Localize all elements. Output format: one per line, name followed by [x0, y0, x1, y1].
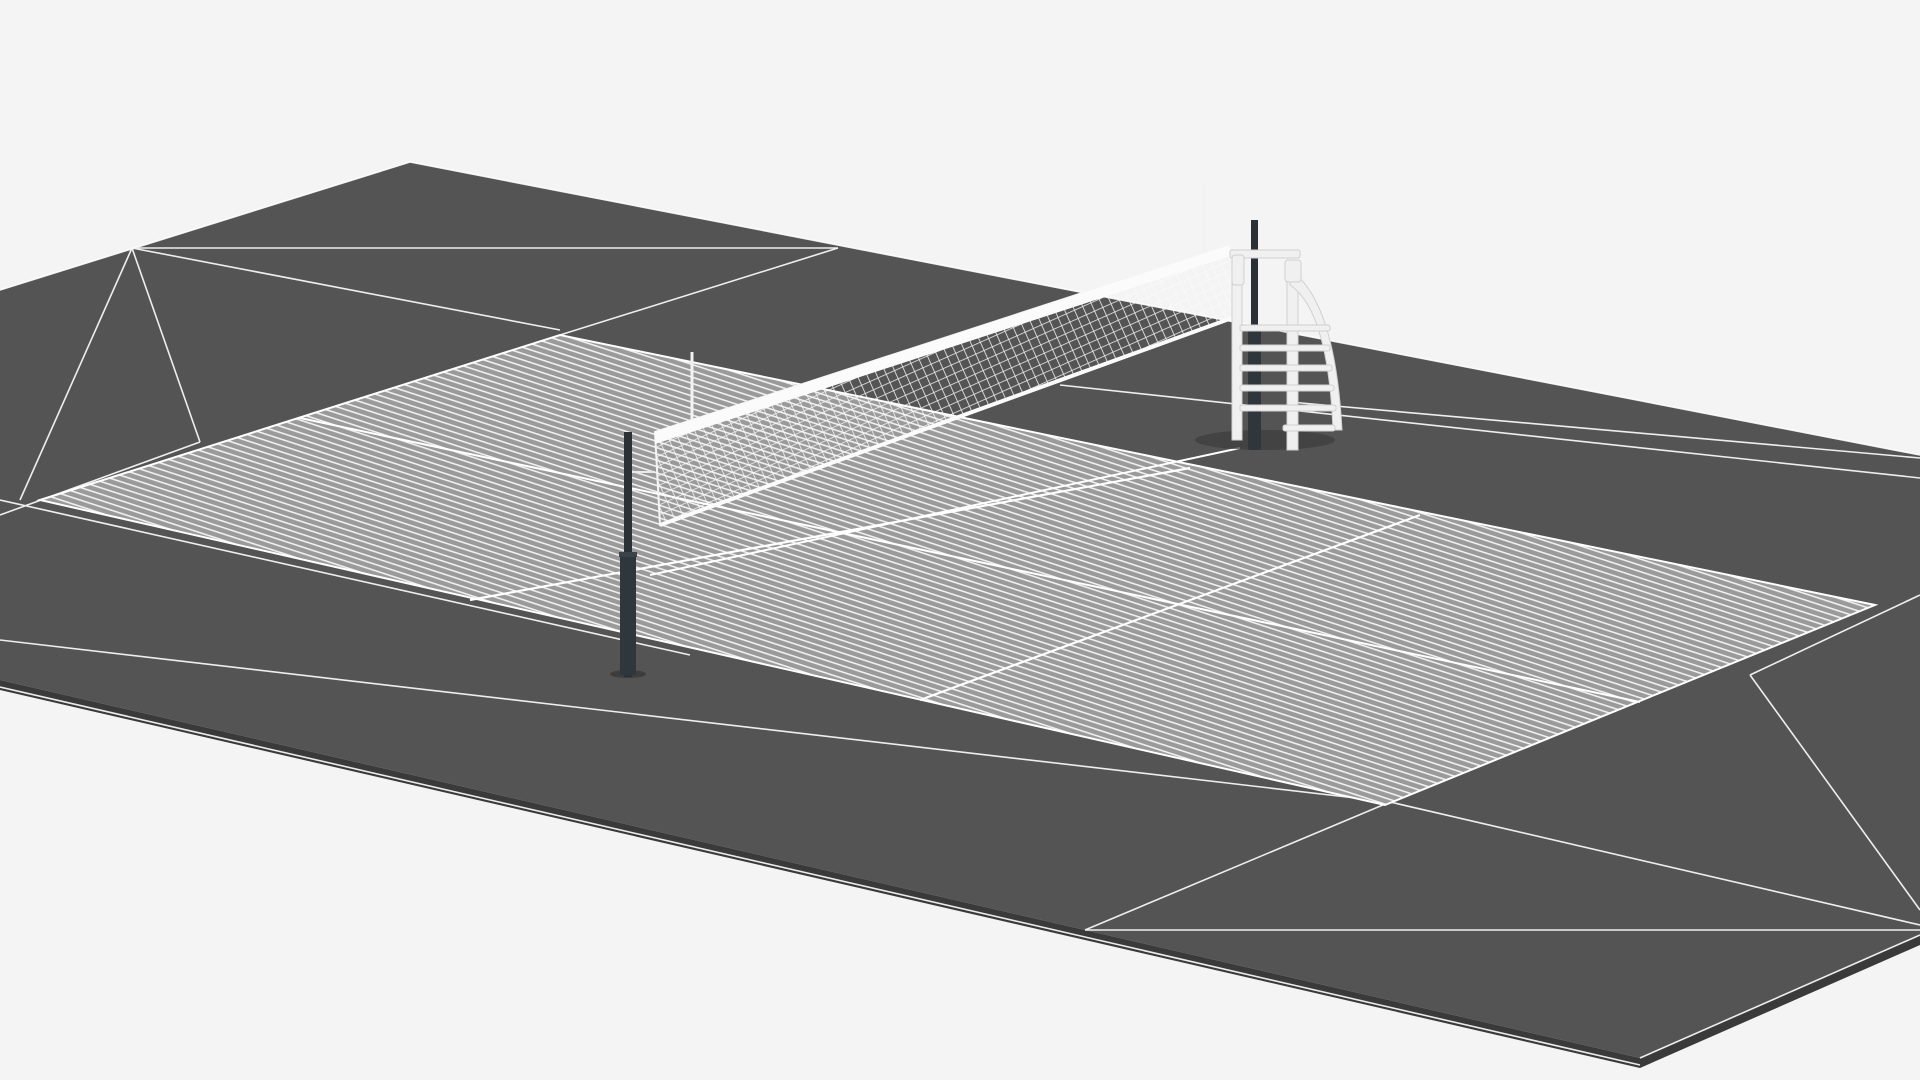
attack-line-back: [919, 513, 1421, 702]
net-bottom-band: [659, 316, 1233, 527]
court-long-line: [299, 417, 1641, 703]
net: [653, 243, 1234, 527]
net-post-front: [619, 432, 655, 677]
referee-stand: [1229, 249, 1343, 451]
playing-court: [36, 333, 1879, 807]
stand-shadow: [1195, 430, 1335, 450]
attack-line-front: [469, 466, 1191, 602]
center-line: [649, 447, 1241, 576]
net-top-band: [655, 245, 1230, 444]
ground-wireframe: [0, 161, 1920, 1066]
